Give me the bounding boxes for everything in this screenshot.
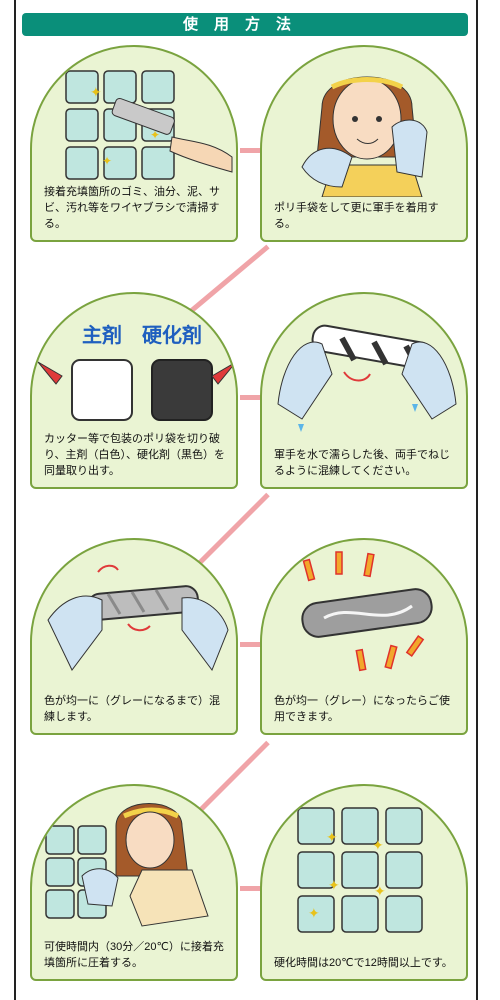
step-5-panel: 色が均一に（グレーになるまで）混練します。 xyxy=(30,538,238,735)
connector-7-8 xyxy=(240,886,262,891)
step-5-caption: 色が均一に（グレーになるまで）混練します。 xyxy=(44,695,220,723)
svg-text:✦: ✦ xyxy=(150,128,160,142)
connector-1-2 xyxy=(240,148,262,153)
svg-text:✦: ✦ xyxy=(102,154,112,168)
step-2-panel: ポリ手袋をして更に軍手を着用する。 xyxy=(260,45,468,242)
step-3-panel: 主剤 硬化剤 カッター等で包装のポリ袋を切り破り、主剤（白色）、硬化剤（黒色）を… xyxy=(30,292,238,489)
step-7-caption: 可使時間内（30分／20℃）に接着充填箇所に圧着する。 xyxy=(44,941,224,969)
svg-text:✦: ✦ xyxy=(374,883,386,899)
step-2-caption: ポリ手袋をして更に軍手を着用する。 xyxy=(274,202,439,230)
step-6-caption: 色が均一（グレー）になったらご使用できます。 xyxy=(274,695,450,723)
step-3-caption: カッター等で包装のポリ袋を切り破り、主剤（白色）、硬化剤（黒色）を同量取り出す。 xyxy=(44,433,226,477)
glove-wearing-illustration xyxy=(301,76,428,197)
putty-blocks-illustration: 主剤 硬化剤 xyxy=(37,323,236,421)
mixing-illustration xyxy=(47,564,229,672)
brush-cleaning-illustration: ✦ ✦ ✦ xyxy=(65,70,233,180)
left-rule xyxy=(14,0,16,1000)
cured-tiles-illustration: ✦ ✦ ✦ ✦ ✦ xyxy=(297,807,423,933)
step-8-panel: ✦ ✦ ✦ ✦ ✦ 硬化時間は20℃で12時間以上です。 xyxy=(260,784,468,981)
step-6-panel: 色が均一（グレー）になったらご使用できます。 xyxy=(260,538,468,735)
pressing-putty-illustration xyxy=(45,803,209,927)
svg-text:✦: ✦ xyxy=(328,877,340,893)
right-rule xyxy=(476,0,478,1000)
kneading-illustration xyxy=(277,324,457,432)
step-7-panel: 可使時間内（30分／20℃）に接着充填箇所に圧着する。 xyxy=(30,784,238,981)
connector-5-6 xyxy=(240,642,262,647)
svg-text:✦: ✦ xyxy=(372,837,384,853)
main-agent-label: 主剤 xyxy=(82,323,122,347)
step-8-caption: 硬化時間は20℃で12時間以上です。 xyxy=(274,957,453,969)
page-title: 使用方法 xyxy=(22,13,468,36)
hardener-label: 硬化剤 xyxy=(142,323,202,347)
step-4-caption: 軍手を水で濡らした後、両手でねじるように混練してください。 xyxy=(274,449,450,477)
step-1-panel: ✦ ✦ ✦ 接着充填箇所のゴミ、油分、泥、サビ、汚れ等をワイヤブラシで清掃する。 xyxy=(30,45,238,242)
connector-3-4 xyxy=(240,395,262,400)
step-1-caption: 接着充填箇所のゴミ、油分、泥、サビ、汚れ等をワイヤブラシで清掃する。 xyxy=(44,186,220,230)
step-4-panel: 軍手を水で濡らした後、両手でねじるように混練してください。 xyxy=(260,292,468,489)
ready-putty-illustration xyxy=(301,551,433,672)
svg-text:✦: ✦ xyxy=(326,829,338,845)
svg-text:✦: ✦ xyxy=(90,84,102,100)
svg-text:✦: ✦ xyxy=(308,905,320,921)
